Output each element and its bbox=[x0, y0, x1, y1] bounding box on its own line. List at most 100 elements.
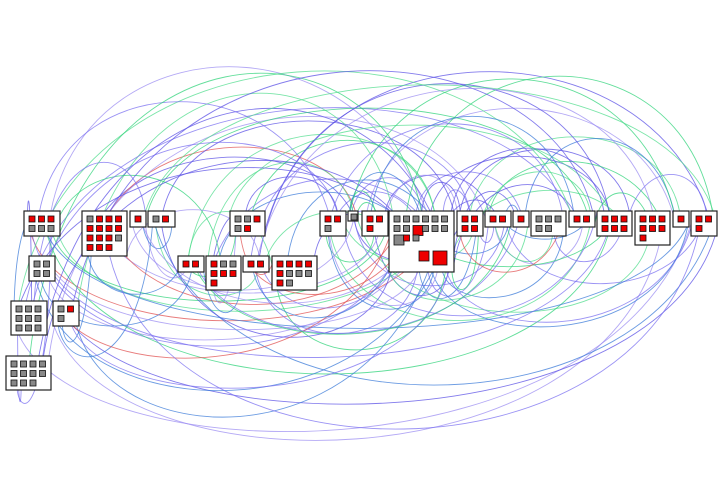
node-gray[interactable] bbox=[545, 215, 552, 223]
node-red[interactable] bbox=[244, 225, 251, 232]
module-group-g13[interactable] bbox=[271, 255, 318, 291]
module-group-g20[interactable] bbox=[512, 210, 530, 228]
node-red[interactable] bbox=[611, 225, 618, 232]
node-gray[interactable] bbox=[38, 225, 45, 232]
module-group-g14[interactable] bbox=[319, 210, 347, 237]
node-gray[interactable] bbox=[20, 370, 27, 377]
node-gray[interactable] bbox=[422, 225, 429, 232]
node-red[interactable] bbox=[677, 215, 685, 223]
node-red[interactable] bbox=[276, 279, 284, 287]
node-gray[interactable] bbox=[535, 225, 543, 232]
node-red[interactable] bbox=[471, 225, 478, 232]
node-red[interactable] bbox=[105, 234, 113, 242]
node-red[interactable] bbox=[601, 225, 609, 232]
node-gray[interactable] bbox=[152, 215, 160, 223]
module-group-g02[interactable] bbox=[28, 255, 56, 282]
node-gray[interactable] bbox=[39, 360, 46, 368]
node-gray[interactable] bbox=[441, 215, 448, 223]
node-gray[interactable] bbox=[431, 215, 439, 223]
node-red[interactable] bbox=[412, 225, 424, 236]
module-group-g01[interactable] bbox=[23, 210, 61, 237]
node-red[interactable] bbox=[86, 244, 94, 251]
node-red[interactable] bbox=[295, 260, 303, 268]
node-gray[interactable] bbox=[25, 305, 32, 313]
node-red[interactable] bbox=[461, 225, 469, 232]
module-group-g22[interactable] bbox=[568, 210, 596, 228]
module-group-g17[interactable] bbox=[388, 210, 455, 273]
node-gray[interactable] bbox=[10, 370, 18, 377]
node-gray[interactable] bbox=[393, 234, 405, 246]
node-gray[interactable] bbox=[393, 225, 401, 232]
node-red[interactable] bbox=[210, 260, 218, 268]
node-red[interactable] bbox=[96, 215, 103, 223]
module-group-g25[interactable] bbox=[672, 210, 690, 228]
module-group-g07[interactable] bbox=[129, 210, 147, 228]
node-gray[interactable] bbox=[431, 225, 439, 232]
node-gray[interactable] bbox=[20, 360, 27, 368]
module-group-g09[interactable] bbox=[229, 210, 266, 237]
node-red[interactable] bbox=[620, 225, 628, 232]
node-gray[interactable] bbox=[34, 315, 42, 322]
node-red[interactable] bbox=[105, 244, 113, 251]
node-red[interactable] bbox=[276, 270, 284, 277]
node-red[interactable] bbox=[105, 225, 113, 232]
node-gray[interactable] bbox=[15, 324, 23, 332]
node-red[interactable] bbox=[376, 215, 383, 223]
node-gray[interactable] bbox=[34, 305, 42, 313]
node-gray[interactable] bbox=[29, 379, 37, 387]
node-red[interactable] bbox=[517, 215, 525, 223]
node-gray[interactable] bbox=[39, 370, 46, 377]
node-gray[interactable] bbox=[305, 270, 312, 277]
node-gray[interactable] bbox=[47, 225, 55, 232]
node-gray[interactable] bbox=[286, 270, 293, 277]
node-red[interactable] bbox=[366, 225, 374, 232]
node-gray[interactable] bbox=[234, 225, 242, 232]
node-red[interactable] bbox=[334, 215, 341, 223]
node-gray[interactable] bbox=[412, 215, 420, 223]
node-red[interactable] bbox=[286, 260, 293, 268]
node-gray[interactable] bbox=[545, 225, 552, 232]
module-group-g19[interactable] bbox=[484, 210, 512, 228]
node-red[interactable] bbox=[611, 215, 618, 223]
node-gray[interactable] bbox=[34, 324, 42, 332]
node-gray[interactable] bbox=[10, 360, 18, 368]
node-red[interactable] bbox=[134, 215, 142, 223]
node-red[interactable] bbox=[403, 234, 410, 242]
node-red[interactable] bbox=[639, 215, 647, 223]
node-gray[interactable] bbox=[115, 234, 122, 242]
node-red[interactable] bbox=[182, 260, 190, 268]
node-red[interactable] bbox=[418, 250, 430, 262]
node-gray[interactable] bbox=[403, 215, 410, 223]
node-gray[interactable] bbox=[43, 260, 50, 268]
node-gray[interactable] bbox=[554, 215, 562, 223]
module-group-g04[interactable] bbox=[52, 300, 80, 327]
module-group-g11[interactable] bbox=[205, 255, 242, 291]
node-gray[interactable] bbox=[43, 270, 50, 277]
node-red[interactable] bbox=[210, 279, 218, 287]
node-gray[interactable] bbox=[10, 379, 18, 387]
node-gray[interactable] bbox=[324, 225, 332, 232]
node-gray[interactable] bbox=[86, 215, 94, 223]
node-red[interactable] bbox=[305, 260, 312, 268]
node-gray[interactable] bbox=[441, 225, 448, 232]
node-red[interactable] bbox=[96, 244, 103, 251]
node-red[interactable] bbox=[247, 260, 255, 268]
node-gray[interactable] bbox=[20, 379, 27, 387]
module-group-g24[interactable] bbox=[634, 210, 671, 246]
node-gray[interactable] bbox=[535, 215, 543, 223]
module-group-g23[interactable] bbox=[596, 210, 633, 237]
node-red[interactable] bbox=[192, 260, 199, 268]
module-group-g03[interactable] bbox=[10, 300, 48, 336]
node-gray[interactable] bbox=[57, 315, 65, 322]
node-red[interactable] bbox=[276, 260, 284, 268]
module-group-g12[interactable] bbox=[242, 255, 270, 273]
node-red[interactable] bbox=[601, 215, 609, 223]
node-red[interactable] bbox=[695, 215, 703, 223]
node-gray[interactable] bbox=[29, 360, 37, 368]
node-red[interactable] bbox=[471, 215, 478, 223]
node-red[interactable] bbox=[620, 215, 628, 223]
node-red[interactable] bbox=[115, 225, 122, 232]
module-group-g06[interactable] bbox=[81, 210, 128, 257]
module-group-g05[interactable] bbox=[5, 355, 52, 391]
node-red[interactable] bbox=[229, 270, 237, 277]
